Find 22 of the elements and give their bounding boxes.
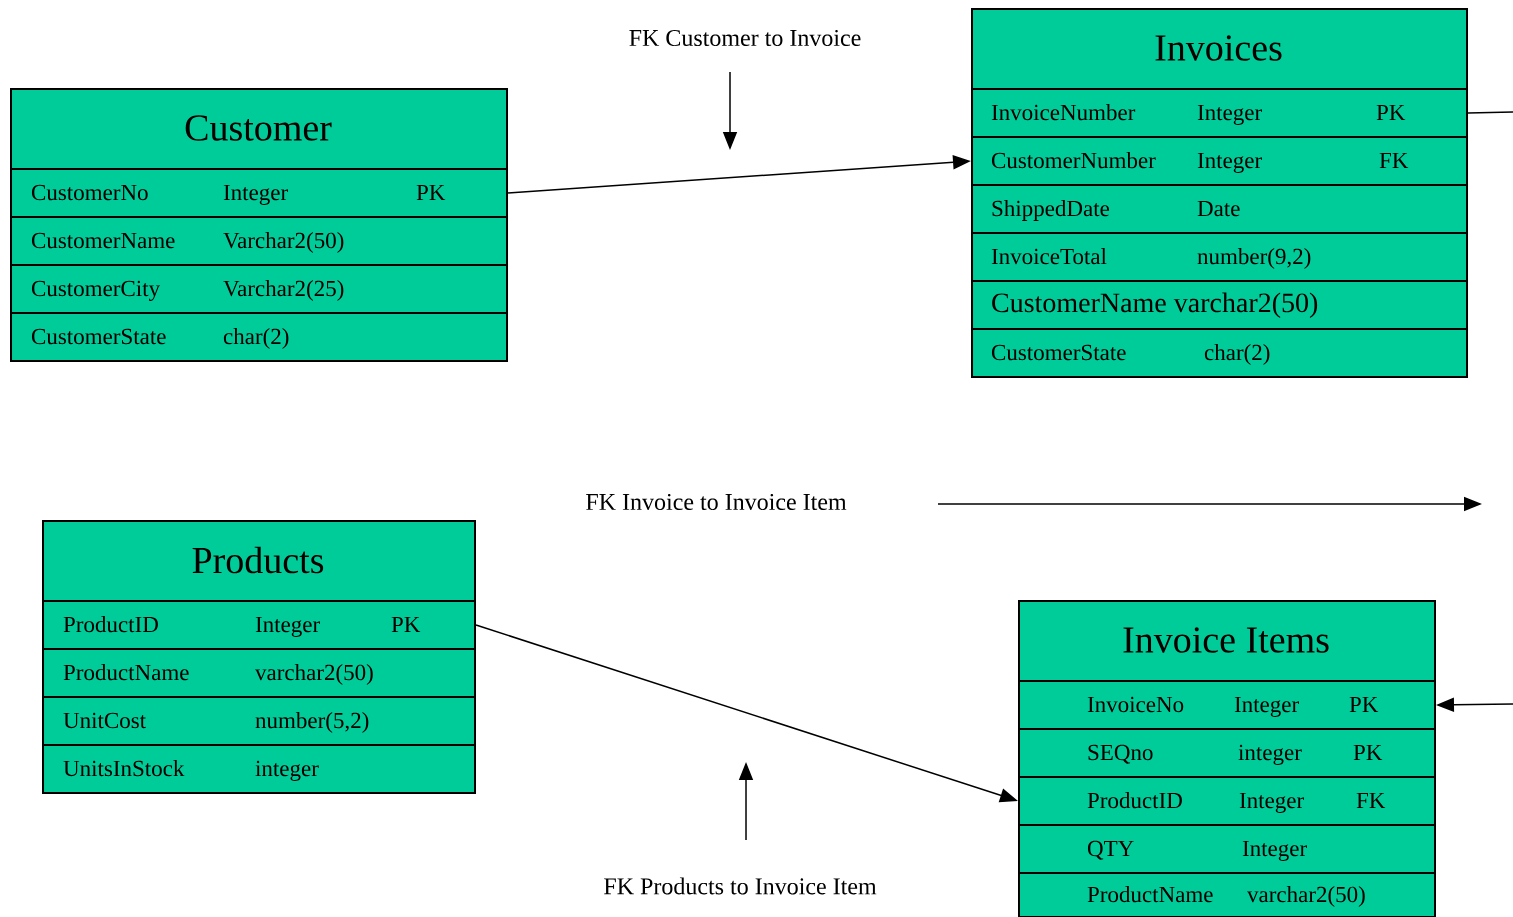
table-row: SEQno integer PK: [1018, 728, 1436, 778]
table-row: CustomerCity Varchar2(25): [10, 264, 508, 314]
table-row: InvoiceNumber Integer PK: [971, 88, 1468, 138]
table-row: ProductName varchar2(50): [1018, 872, 1436, 917]
relationship-label: FK Invoice to Invoice Item: [586, 493, 847, 511]
relationship-label: FK Products to Invoice Item: [604, 877, 877, 895]
table-row: ProductID Integer FK: [1018, 776, 1436, 826]
table-row: CustomerName Varchar2(50): [10, 216, 508, 266]
table-row: InvoiceNo Integer PK: [1018, 680, 1436, 730]
table-row: CustomerState char(2): [971, 328, 1468, 378]
table-row: ShippedDate Date: [971, 184, 1468, 234]
table-row: UnitCost number(5,2): [42, 696, 476, 746]
table-row: InvoiceTotal number(9,2): [971, 232, 1468, 282]
table-row: CustomerNumber Integer FK: [971, 136, 1468, 186]
table-row: ProductName varchar2(50): [42, 648, 476, 698]
relationship-label: FK Customer to Invoice: [629, 29, 861, 47]
table-row: UnitsInStock integer: [42, 744, 476, 794]
table-row: CustomerName varchar2(50): [971, 280, 1468, 330]
table-row: CustomerNo Integer PK: [10, 168, 508, 218]
table-row: ProductID Integer PK: [42, 600, 476, 650]
table-row: QTY Integer: [1018, 824, 1436, 874]
table-row: CustomerState char(2): [10, 312, 508, 362]
